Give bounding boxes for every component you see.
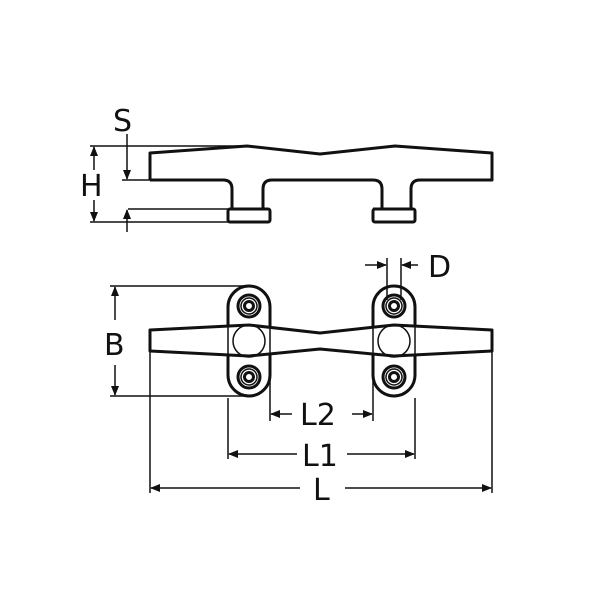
right-stem-circle [377, 324, 411, 358]
left-foot [226, 207, 272, 224]
dimension-label-d: D [428, 250, 451, 285]
hole-icon [381, 364, 407, 390]
dimension-label-l1: L1 [302, 439, 338, 474]
top-view: B D L2 L1 L [104, 250, 494, 508]
left-stem-circle [232, 324, 266, 358]
hole-icon [236, 293, 262, 319]
dimension-label-b: B [104, 328, 125, 363]
dimension-label-l: L [313, 473, 330, 508]
dimension-label-l2: L2 [300, 398, 336, 433]
hole-icon [381, 293, 407, 319]
dimension-label-s: S [113, 104, 132, 139]
dimension-label-h: H [80, 169, 103, 204]
side-view: H S [80, 104, 494, 232]
mounting-holes [236, 293, 407, 390]
hole-icon [236, 364, 262, 390]
right-foot [371, 207, 417, 224]
cleat-top-profile [148, 323, 494, 358]
cleat-side-profile [148, 144, 494, 211]
